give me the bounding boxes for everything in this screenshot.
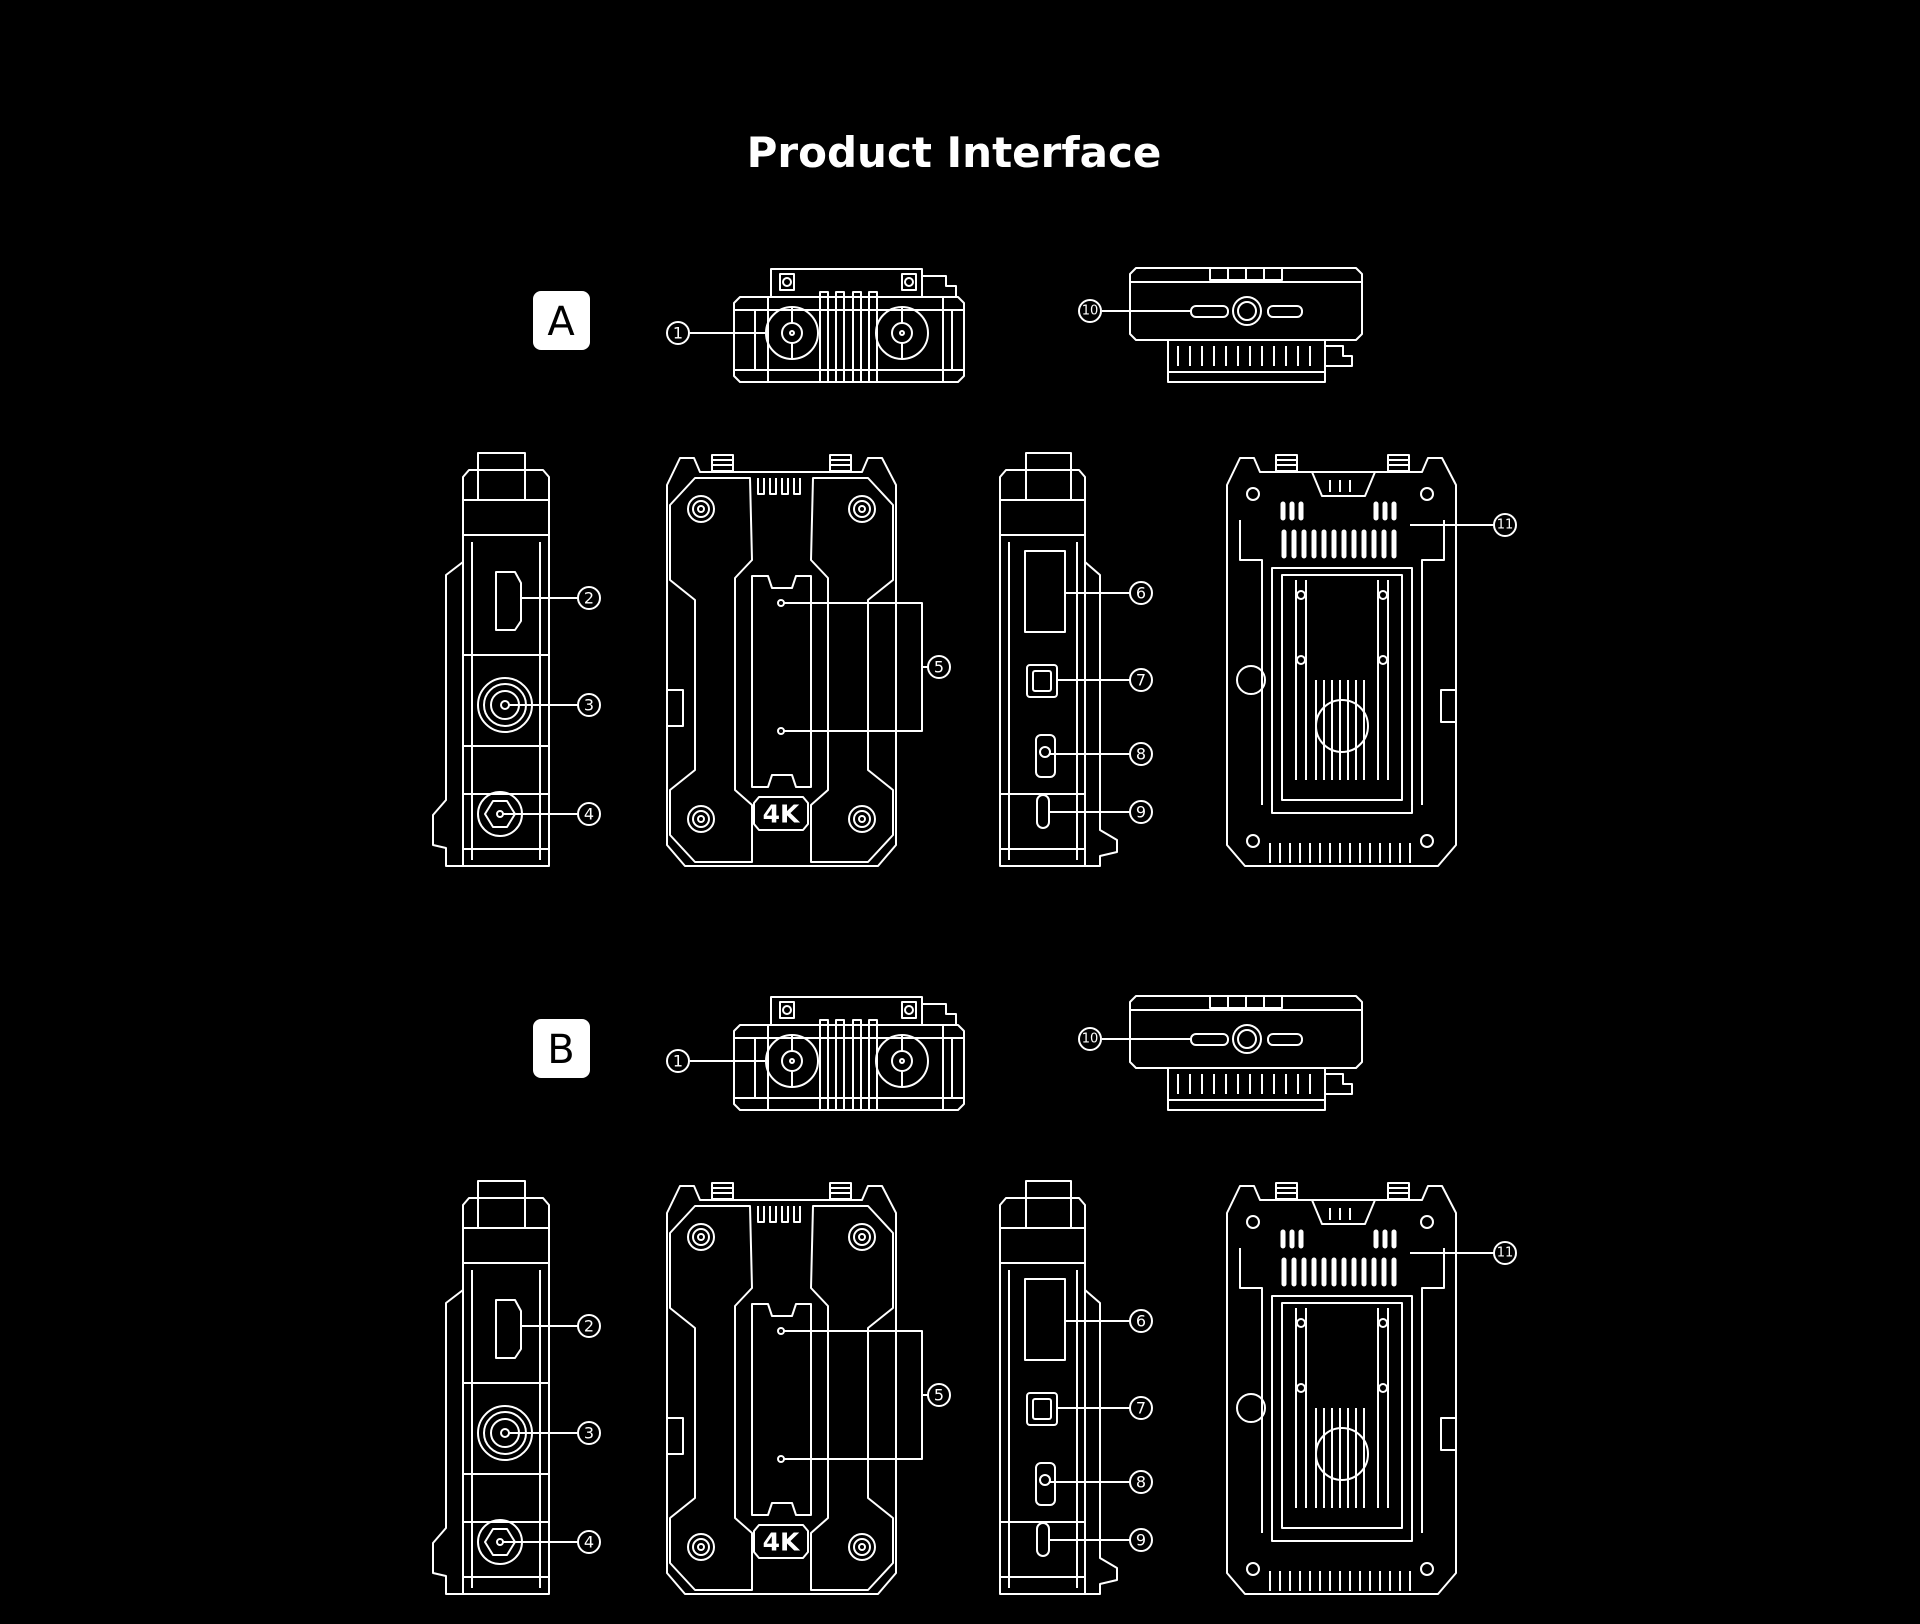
callout-3: 3 [577, 1421, 601, 1445]
callout-number: 1 [673, 1052, 683, 1071]
callout-number: 10 [1082, 304, 1099, 319]
callout-10: 10 [1078, 299, 1102, 323]
section-badge: B [533, 1019, 590, 1078]
callout-7: 7 [1129, 668, 1153, 692]
top-view-connectors [690, 996, 965, 1111]
callout-number: 8 [1136, 1473, 1146, 1492]
section-badge: A [533, 291, 590, 350]
callout-10: 10 [1078, 1027, 1102, 1051]
page-title: Product Interface [746, 128, 1162, 177]
callout-9: 9 [1129, 1528, 1153, 1552]
callout-number: 7 [1136, 671, 1146, 690]
callout-8: 8 [1129, 1470, 1153, 1494]
callout-number: 6 [1136, 584, 1146, 603]
callout-number: 5 [934, 1386, 944, 1405]
callout-number: 9 [1136, 1531, 1146, 1550]
top-view-connectors [690, 268, 965, 383]
callout-number: 6 [1136, 1312, 1146, 1331]
callout-number: 10 [1082, 1032, 1099, 1047]
side-view-controls [999, 1180, 1130, 1595]
callout-5: 5 [922, 1383, 951, 1407]
callout-number: 11 [1497, 518, 1514, 533]
callout-number: 4 [584, 1533, 594, 1552]
callout-6: 6 [1129, 1309, 1153, 1333]
callout-6: 6 [1129, 581, 1153, 605]
callout-4: 4 [577, 1530, 601, 1554]
side-view-video-ports [432, 452, 578, 867]
callout-2: 2 [577, 586, 601, 610]
callout-1: 1 [666, 321, 690, 345]
side-view-video-ports [432, 1180, 578, 1595]
callout-2: 2 [577, 1314, 601, 1338]
callout-number: 2 [584, 1317, 594, 1336]
callout-11: 11 [1493, 513, 1517, 537]
top-view-mount [1102, 995, 1363, 1111]
callout-3: 3 [577, 693, 601, 717]
callout-number: 7 [1136, 1399, 1146, 1418]
section-label: B [547, 1027, 574, 1073]
callout-number: 2 [584, 589, 594, 608]
device-section: A 1 10 [432, 267, 1517, 867]
side-view-controls [999, 452, 1130, 867]
section-label: A [547, 299, 575, 345]
callout-number: 1 [673, 324, 683, 343]
callout-11: 11 [1493, 1241, 1517, 1265]
callout-5: 5 [922, 655, 951, 679]
callout-7: 7 [1129, 1396, 1153, 1420]
callout-number: 3 [584, 1424, 594, 1443]
callout-1: 1 [666, 1049, 690, 1073]
callout-9: 9 [1129, 800, 1153, 824]
front-view [1226, 1182, 1494, 1595]
4k-badge: 4K [763, 800, 801, 829]
callout-8: 8 [1129, 742, 1153, 766]
4k-badge: 4K [763, 1528, 801, 1557]
callout-number: 3 [584, 696, 594, 715]
top-view-mount [1102, 267, 1363, 383]
front-view [1226, 454, 1494, 867]
callout-number: 4 [584, 805, 594, 824]
callout-4: 4 [577, 802, 601, 826]
callout-number: 5 [934, 658, 944, 677]
device-section: B 1 10 [432, 995, 1517, 1595]
callout-number: 11 [1497, 1246, 1514, 1261]
callout-number: 9 [1136, 803, 1146, 822]
callout-number: 8 [1136, 745, 1146, 764]
